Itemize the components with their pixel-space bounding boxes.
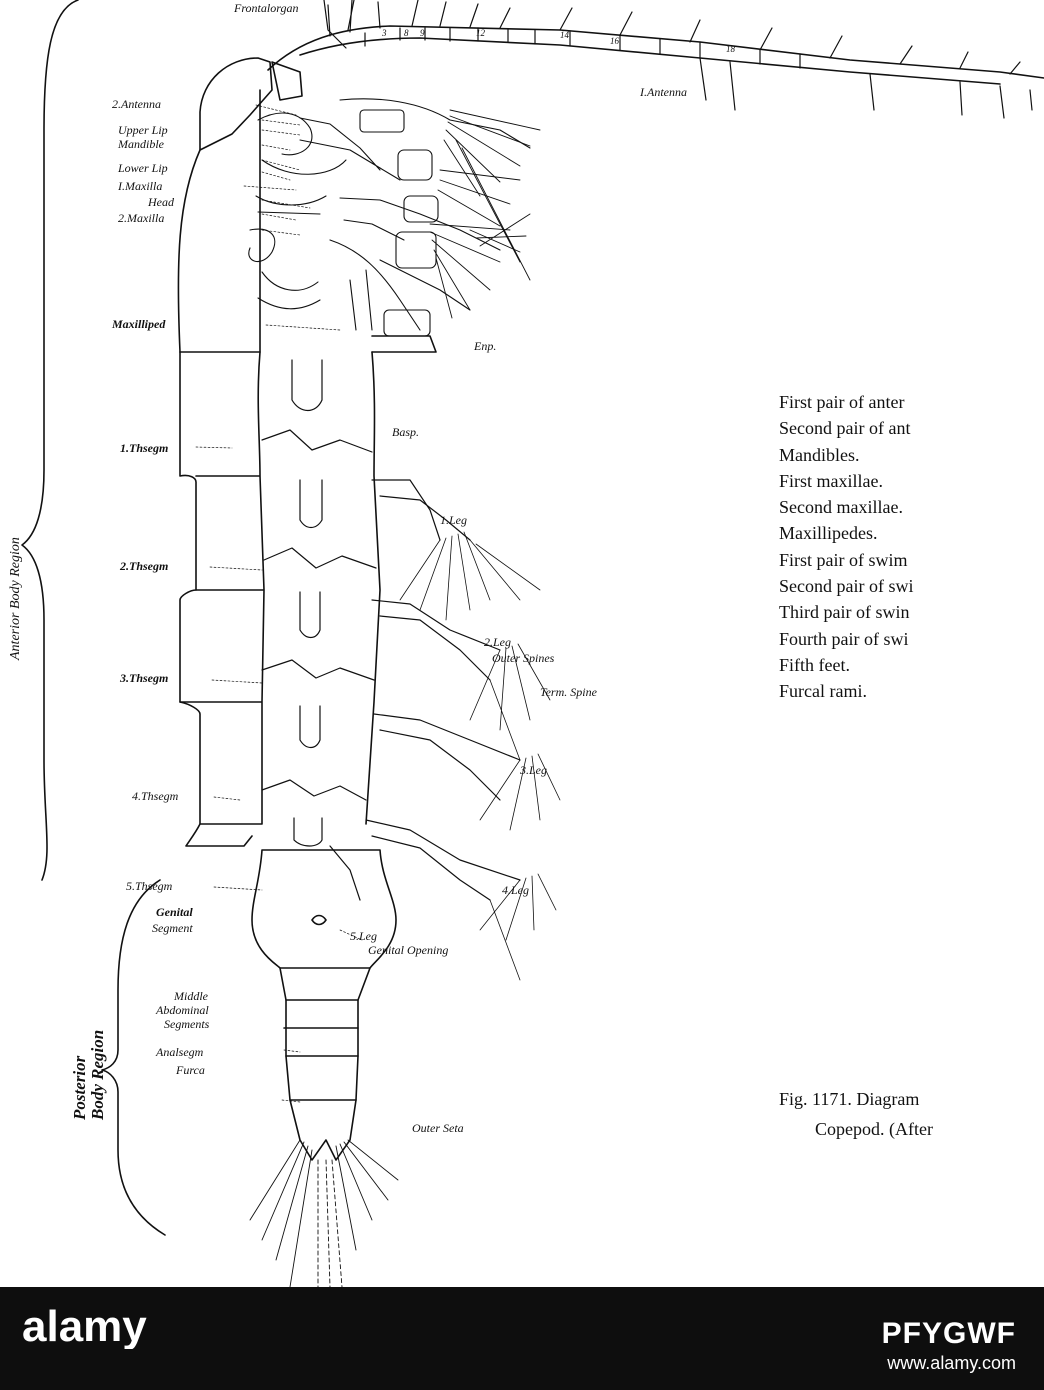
list-item: Mandibles. bbox=[779, 444, 860, 465]
label-maxilliped: Maxilliped bbox=[112, 317, 166, 331]
list-item: First pair of anter bbox=[779, 392, 905, 412]
label-thoracic-segment-3: 3.Thsegm bbox=[120, 671, 169, 685]
thorax-right-edge bbox=[365, 351, 381, 825]
antenna-segment-number: 12 bbox=[476, 28, 486, 38]
antenna-segment-number: 16 bbox=[610, 36, 620, 46]
label-head: Head bbox=[148, 195, 174, 209]
label-thoracic-segment-5: 5.Thsegm bbox=[126, 879, 173, 893]
specimen-illustration: 3 8 9 12 14 16 18 Anterior Body Region P… bbox=[8, 0, 1044, 1287]
antenna-segment-number: 14 bbox=[560, 30, 570, 40]
label-leg-1: 1.Leg bbox=[440, 513, 467, 527]
leg-5 bbox=[329, 845, 361, 901]
label-leg-5: 5.Leg bbox=[350, 929, 377, 943]
figure-caption: Fig. 1171. Diagram Copepod. (After bbox=[779, 1084, 933, 1144]
first-antenna bbox=[267, 25, 1044, 79]
posterior-region-brace bbox=[101, 879, 166, 1236]
site-url[interactable]: www.alamy.com bbox=[887, 1353, 1016, 1373]
label-genital-segment-line-1: Genital bbox=[156, 905, 193, 919]
leg-1 bbox=[371, 479, 441, 541]
head-shield bbox=[199, 57, 273, 151]
maxilliped-segment bbox=[371, 335, 437, 353]
label-thoracic-segment-2: 2.Thsegm bbox=[120, 559, 169, 573]
label-first-maxilla: I.Maxilla bbox=[118, 179, 163, 193]
list-item: Fourth pair of swi bbox=[779, 628, 909, 649]
label-leg-4: 4.Leg bbox=[502, 883, 529, 897]
list-item: First maxillae. bbox=[779, 470, 883, 491]
label-endopod: Enp. bbox=[474, 339, 497, 353]
antenna-segment-number: 8 bbox=[404, 28, 409, 38]
label-leg-3: 3.Leg bbox=[520, 763, 547, 777]
list-item: Fifth feet. bbox=[779, 654, 850, 675]
list-item: First pair of swim bbox=[779, 549, 908, 570]
outer-setae bbox=[249, 1139, 313, 1287]
thorax-left-edge bbox=[179, 351, 253, 847]
list-item: Third pair of swin bbox=[779, 602, 910, 623]
label-first-antenna: I.Antenna bbox=[640, 85, 687, 99]
label-anal-segment: Analsegm bbox=[156, 1045, 204, 1059]
list-item: Second pair of swi bbox=[779, 576, 914, 597]
copepod-drawing: 3 8 9 12 14 16 18 bbox=[21, 0, 1044, 1287]
antenna-segment-number: 18 bbox=[726, 44, 736, 54]
label-outer-spines: Outer Spines bbox=[492, 651, 555, 665]
label-genital-opening: Genital Opening bbox=[368, 943, 449, 957]
stock-banner: alamy PFYGWF www.alamy.com bbox=[0, 1287, 1044, 1390]
posterior-region-label-2: Body Region bbox=[88, 1029, 107, 1120]
label-genital-segment-line-2: Segment bbox=[152, 921, 193, 935]
leg-4 bbox=[365, 819, 521, 881]
image-id: PFYGWF bbox=[881, 1317, 1016, 1350]
label-thoracic-segment-4: 4.Thsegm bbox=[132, 789, 179, 803]
list-item: Second maxillae. bbox=[779, 497, 903, 518]
leg-3 bbox=[373, 713, 521, 761]
list-item: Second pair of ant bbox=[779, 418, 911, 439]
antenna-segment-number: 9 bbox=[420, 28, 425, 38]
label-middle-abdominal-line-1: Middle bbox=[174, 989, 208, 1003]
label-middle-abdominal-line-2: Abdominal bbox=[156, 1003, 209, 1017]
alamy-logo[interactable]: alamy bbox=[22, 1301, 286, 1349]
label-middle-abdominal-line-3: Segments bbox=[164, 1017, 210, 1031]
label-outer-seta: Outer Seta bbox=[412, 1121, 464, 1135]
logo-text: alamy bbox=[22, 1302, 147, 1349]
caption-line-2: Copepod. (After bbox=[815, 1119, 933, 1139]
antenna-segment-number: 3 bbox=[381, 28, 387, 38]
label-frontal-organ: Frontalorgan bbox=[234, 1, 299, 15]
label-second-antenna: 2.Antenna bbox=[112, 97, 161, 111]
anterior-body-region-label: Anterior Body Region bbox=[8, 537, 23, 660]
label-term-spine: Term. Spine bbox=[540, 685, 597, 699]
label-thoracic-segment-1: 1.Thsegm bbox=[120, 441, 169, 455]
label-leg-2: 2.Leg bbox=[484, 635, 511, 649]
list-item: Maxillipedes. bbox=[779, 523, 878, 544]
label-furca: Furca bbox=[176, 1063, 205, 1077]
label-basipod: Basp. bbox=[392, 425, 419, 439]
label-upper-lip: Upper Lip bbox=[118, 123, 168, 137]
anterior-region-brace bbox=[21, 0, 79, 881]
appendage-list: First pair of anter Second pair of ant M… bbox=[779, 389, 913, 705]
label-mandible: Mandible bbox=[118, 137, 164, 151]
list-item: Furcal rami. bbox=[779, 681, 867, 702]
caption-line-1: Fig. 1171. Diagram bbox=[779, 1089, 920, 1109]
label-second-maxilla: 2.Maxilla bbox=[118, 211, 165, 225]
leg-2 bbox=[371, 599, 501, 651]
label-lower-lip: Lower Lip bbox=[118, 161, 168, 175]
posterior-region-label-1: Posterior bbox=[70, 1055, 89, 1120]
